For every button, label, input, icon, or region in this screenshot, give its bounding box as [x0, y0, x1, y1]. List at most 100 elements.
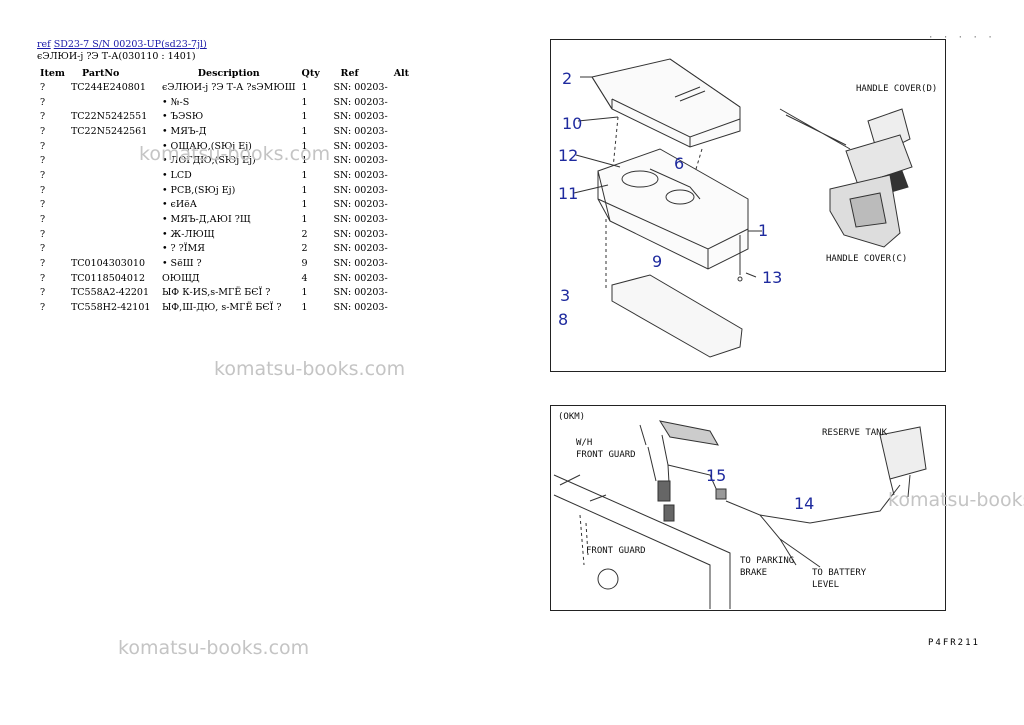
callout-10: 11 [558, 184, 578, 203]
cell-alt [391, 153, 417, 168]
cell-item: ? [40, 184, 46, 196]
handle-assembly-drawing: 2 10 12 11 6 9 1 13 3 8 HANDLE COVER(D) … [558, 58, 937, 358]
label-reserve-tank: RESERVE TANK [822, 428, 888, 438]
callout-2: 2 [562, 69, 572, 88]
col-description: Description [197, 67, 260, 79]
cell-ref: SN: 00203- [333, 169, 388, 181]
cell-qty: 1 [301, 184, 308, 196]
wiring-diagram [550, 405, 946, 611]
label-level: LEVEL [812, 580, 839, 590]
cell-partno: TC558H2-42101 [70, 302, 151, 314]
cell-description: • LCD [161, 169, 192, 181]
model-link[interactable]: SD23-7 S/N 00203-UP(sd23-7jl) [53, 39, 207, 50]
cell-description: ЫФ К-ИS,s-МГЁ БЄЇ ? [161, 287, 271, 299]
col-alt: Alt [393, 67, 410, 79]
callout-13: 13 [762, 268, 782, 287]
label-to-parking: TO PARKING [740, 556, 794, 566]
cell-qty: 1 [301, 155, 308, 167]
cell-description: • єИёА [161, 199, 197, 211]
cell-description: • ОЩАЮ,(SЮj Ej) [161, 140, 252, 152]
table-row: ? • єИёА 1 SN: 00203- [37, 198, 417, 213]
cell-item: ? [40, 243, 46, 255]
col-ref: Ref [340, 67, 359, 79]
cell-item: ? [40, 228, 46, 240]
cell-item: ? [40, 214, 46, 226]
cell-alt [391, 212, 417, 227]
cell-alt [391, 95, 417, 110]
cell-partno [68, 95, 159, 110]
cell-alt [391, 227, 417, 242]
ref-link[interactable]: ref [37, 39, 51, 50]
callout-15: 15 [706, 466, 726, 485]
cell-alt [391, 109, 417, 124]
cell-partno: TC22N5242561 [70, 125, 148, 137]
cell-description: • Ж-ЛЮЩ [161, 228, 215, 240]
cell-alt [391, 300, 417, 315]
callout-12: 8 [558, 310, 568, 329]
page-code: P4FR211 [928, 638, 980, 648]
cell-ref: SN: 00203- [333, 258, 388, 270]
label-to-battery: TO BATTERY [812, 568, 867, 578]
cell-alt [391, 256, 417, 271]
cell-alt [391, 80, 417, 95]
cell-item: ? [40, 199, 46, 211]
callout-8: 9 [652, 252, 662, 271]
cell-description: ОЮЩД [161, 272, 200, 284]
cell-ref: SN: 00203- [333, 272, 388, 284]
cell-alt [391, 286, 417, 301]
cell-ref: SN: 00203- [333, 125, 388, 137]
cell-alt [391, 242, 417, 257]
label-front-guard: FRONT GUARD [586, 546, 646, 556]
cell-alt [391, 139, 417, 154]
cell-qty: 2 [301, 243, 308, 255]
cell-ref: SN: 00203- [333, 199, 388, 211]
label-wh-front-guard: FRONT GUARD [576, 450, 636, 460]
cell-qty: 1 [301, 96, 308, 108]
cell-qty: 1 [301, 287, 308, 299]
label-okm: (OKM) [558, 412, 585, 422]
cell-qty: 4 [301, 272, 308, 284]
cell-description: • ? ?ЇМЯ [161, 243, 205, 255]
cell-item: ? [40, 111, 46, 123]
cell-item: ? [40, 287, 46, 299]
cell-qty: 1 [301, 199, 308, 211]
cell-qty: 1 [301, 81, 308, 93]
label-wh: W/H [576, 438, 592, 448]
label-handle-cover-c: HANDLE COVER(C) [826, 254, 907, 264]
watermark-4: komatsu-books.com [888, 489, 1024, 511]
callout-3: 3 [560, 286, 570, 305]
cell-qty: 1 [301, 302, 308, 314]
parts-table-header: Item PartNo Description Qty Ref Alt [37, 66, 417, 80]
callout-14: 14 [794, 494, 814, 513]
cell-description: • ЪЭSЮ [161, 111, 204, 123]
cell-ref: SN: 00203- [333, 96, 388, 108]
cell-partno: TC244E240801 [70, 81, 146, 93]
cell-item: ? [40, 258, 46, 270]
watermark-1: komatsu-books.com [139, 143, 331, 165]
cell-description: • PCB,(SЮj Ej) [161, 184, 236, 196]
cell-partno [68, 198, 159, 213]
cell-alt [391, 183, 417, 198]
wiring-drawing: (OKM) W/H FRONT GUARD FRONT GUARD RESERV… [553, 412, 927, 609]
cell-partno: TC558A2-42201 [70, 287, 150, 299]
group-title: єЭЛЮИ-j ?Э Т-А(030110 : 1401) [37, 51, 196, 62]
label-brake: BRAKE [740, 568, 767, 578]
cell-ref: SN: 00203- [333, 81, 388, 93]
cell-partno [68, 183, 159, 198]
cell-ref: SN: 00203- [333, 111, 388, 123]
cell-ref: SN: 00203- [333, 140, 388, 152]
cell-item: ? [40, 125, 46, 137]
cell-ref: SN: 00203- [333, 184, 388, 196]
cell-qty: 1 [301, 214, 308, 226]
cell-qty: 1 [301, 125, 308, 137]
